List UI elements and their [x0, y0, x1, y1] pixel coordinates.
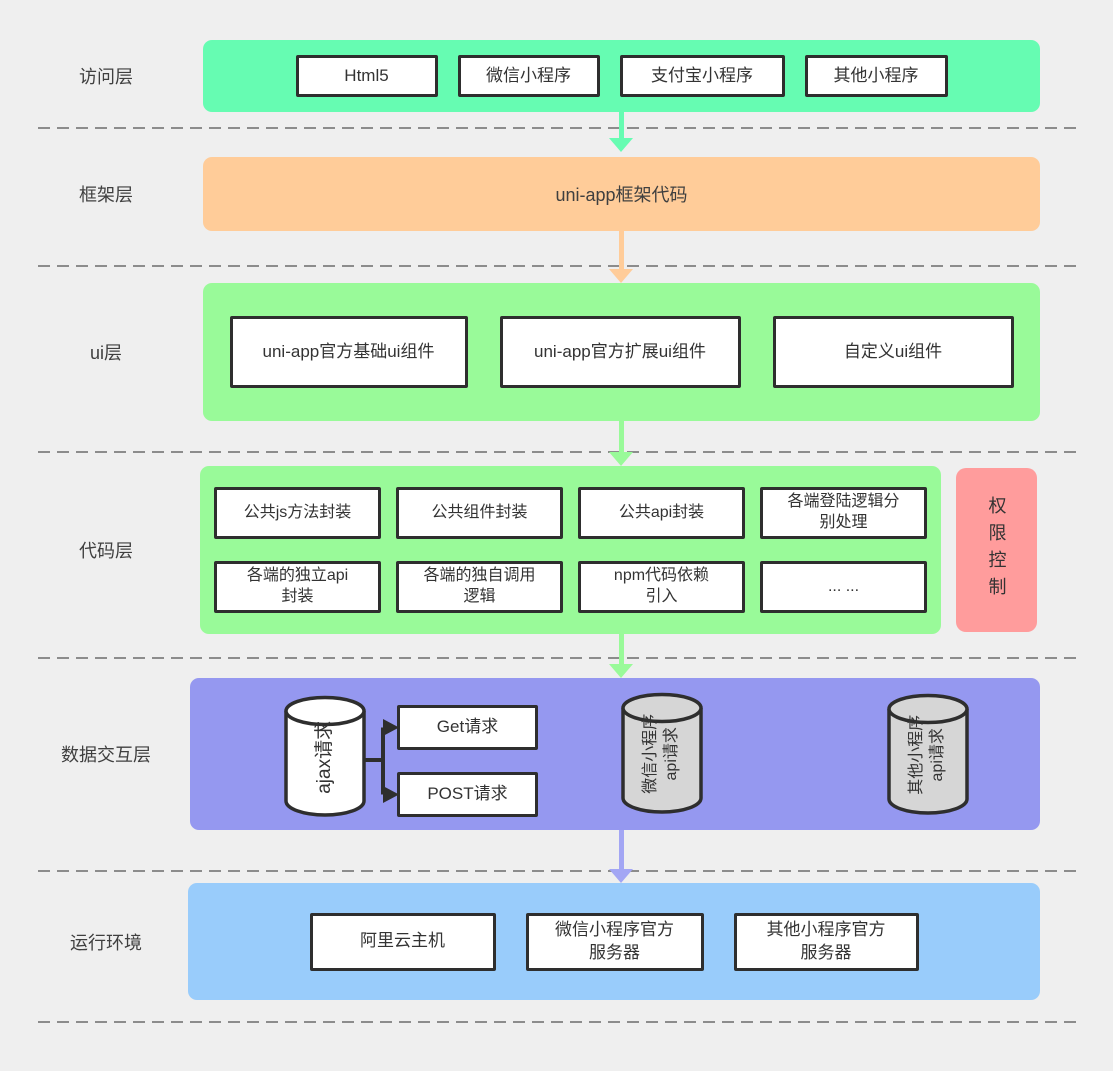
permission-control-box: 权限控制 [956, 468, 1037, 632]
layer-label-code: 代码层 [79, 541, 133, 561]
database-cylinder-wechat-api: 微信小程序 api请求 [620, 691, 704, 817]
node-alipay-miniprogram: 支付宝小程序 [619, 55, 785, 97]
database-cylinder-ajax: ajax请求 [283, 694, 367, 820]
node-html5: Html5 [295, 55, 438, 97]
flow-arrow-code-to-data [609, 634, 633, 678]
flow-arrow-ui-to-code [609, 421, 633, 466]
framework-title: uni-app框架代码 [555, 185, 688, 205]
layer-divider [38, 265, 1078, 267]
node-wechat-official-server: 微信小程序官方服务器 [525, 912, 704, 971]
branch-connector-arrows [365, 719, 399, 803]
ui-layer-bar: uni-app官方基础ui组件 uni-app官方扩展ui组件 自定义ui组件 [203, 283, 1040, 421]
layer-label-ui: ui层 [89, 343, 122, 363]
cylinder-icon [621, 692, 703, 814]
node-other-official-server: 其他小程序官方服务器 [733, 912, 919, 971]
layer-label-framework: 框架层 [79, 185, 133, 205]
node-common-components: 公共组件封装 [396, 487, 563, 539]
flow-arrow-access-to-framework [609, 112, 633, 152]
cylinder-label: 微信小程序 [642, 713, 660, 795]
node-ui-extended-components: uni-app官方扩展ui组件 [499, 316, 741, 388]
node-other-miniprogram: 其他小程序 [804, 55, 948, 97]
access-layer-bar: Html5 微信小程序 支付宝小程序 其他小程序 [203, 40, 1040, 112]
node-aliyun-host: 阿里云主机 [309, 912, 496, 971]
layer-divider [38, 870, 1078, 872]
node-get-request: Get请求 [397, 705, 538, 750]
flow-arrow-framework-to-ui [609, 231, 633, 283]
node-more-ellipsis: ... ... [760, 561, 927, 613]
database-cylinder-other-api: 其他小程序 api请求 [886, 692, 970, 818]
layer-divider [38, 657, 1078, 659]
node-common-js: 公共js方法封装 [214, 487, 381, 539]
node-post-request: POST请求 [397, 772, 538, 817]
node-common-api: 公共api封装 [578, 487, 745, 539]
cylinder-icon [887, 693, 969, 815]
node-ui-basic-components: uni-app官方基础ui组件 [229, 316, 468, 388]
node-npm-deps: npm代码依赖引入 [578, 561, 745, 613]
runtime-layer-bar: 阿里云主机 微信小程序官方服务器 其他小程序官方服务器 [188, 883, 1040, 1000]
node-wechat-miniprogram: 微信小程序 [457, 55, 600, 97]
layer-label-data: 数据交互层 [61, 745, 151, 765]
cylinder-label: api请求 [662, 727, 680, 781]
node-independent-api: 各端的独立api封装 [214, 561, 381, 613]
node-separate-call-logic: 各端的独自调用逻辑 [396, 561, 563, 613]
framework-layer-bar: uni-app框架代码 [203, 157, 1040, 231]
layer-label-runtime: 运行环境 [70, 932, 142, 953]
layer-divider [38, 127, 1078, 129]
node-login-logic: 各端登陆逻辑分别处理 [760, 487, 927, 539]
flow-arrow-data-to-runtime [609, 830, 633, 883]
cylinder-label: api请求 [928, 728, 946, 782]
cylinder-label: ajax请求 [313, 720, 335, 794]
cylinder-icon [284, 695, 366, 817]
code-layer-bar: 公共js方法封装 公共组件封装 公共api封装 各端登陆逻辑分别处理 各端的独立… [200, 466, 941, 634]
layer-label-access: 访问层 [79, 67, 133, 87]
layer-divider [38, 451, 1078, 453]
cylinder-label: 其他小程序 [908, 714, 926, 796]
layer-divider [38, 1021, 1078, 1023]
node-ui-custom-components: 自定义ui组件 [772, 316, 1014, 388]
